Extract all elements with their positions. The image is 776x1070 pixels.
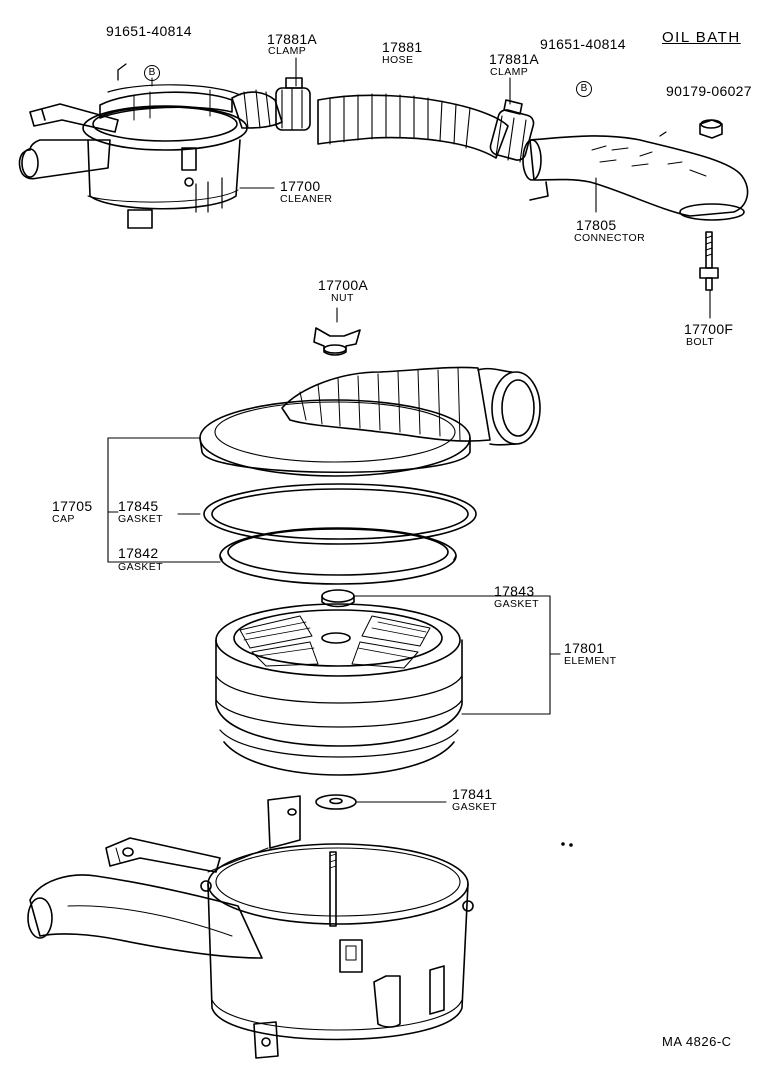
part-name-bolt: BOLT [686, 336, 715, 348]
diagram-title: OIL BATH [662, 29, 741, 46]
part-name-clamp-left: CLAMP [268, 45, 307, 57]
part-number-17881a-left: 17881A [267, 31, 318, 47]
part-name-connector: CONNECTOR [574, 232, 646, 244]
wing-nut-drawing [313, 307, 361, 356]
cleaner-body-drawing [27, 795, 474, 1059]
part-name-gasket-17841: GASKET [452, 801, 497, 813]
part-number-17705: 17705 [52, 498, 93, 514]
gasket-17842-drawing [219, 527, 457, 585]
part-name-element: ELEMENT [564, 655, 617, 667]
installed-cleaner-assembly [18, 63, 749, 291]
part-number-17843: 17843 [494, 583, 535, 599]
cap-group-bracket [107, 437, 221, 563]
part-number-17881: 17881 [382, 39, 423, 55]
ref-b-mark-right: B [576, 81, 592, 97]
element-group-bracket [353, 595, 561, 715]
element-drawing [215, 603, 463, 776]
part-number-17700f: 17700F [684, 321, 734, 337]
part-number-17700a: 17700A [318, 277, 369, 293]
part-number-91651-right: 91651-40814 [540, 36, 626, 52]
part-number-17841: 17841 [452, 786, 493, 802]
part-number-17845: 17845 [118, 498, 159, 514]
gasket-17845-drawing [203, 483, 477, 545]
part-name-gasket-17842: GASKET [118, 561, 163, 573]
gasket-17841-drawing [315, 794, 447, 810]
part-number-91651-left: 91651-40814 [106, 23, 192, 39]
drawing-code: MA 4826-C [662, 1034, 732, 1049]
top-leader-lines [239, 57, 711, 319]
part-name-nut: NUT [331, 292, 354, 304]
part-name-clamp-right: CLAMP [490, 66, 529, 78]
part-name-cap: CAP [52, 513, 75, 525]
cap-drawing [199, 366, 541, 477]
part-number-17805: 17805 [576, 217, 617, 233]
part-number-17801: 17801 [564, 640, 605, 656]
part-name-cleaner: CLEANER [280, 193, 333, 205]
part-name-gasket-17845: GASKET [118, 513, 163, 525]
part-number-17842: 17842 [118, 545, 159, 561]
part-number-17881a-right: 17881A [489, 51, 540, 67]
part-number-90179: 90179-06027 [666, 83, 752, 99]
part-name-hose: HOSE [382, 54, 414, 66]
ref-b-mark-left: B [144, 65, 160, 81]
part-name-gasket-17843: GASKET [494, 598, 539, 610]
part-number-17700: 17700 [280, 178, 321, 194]
